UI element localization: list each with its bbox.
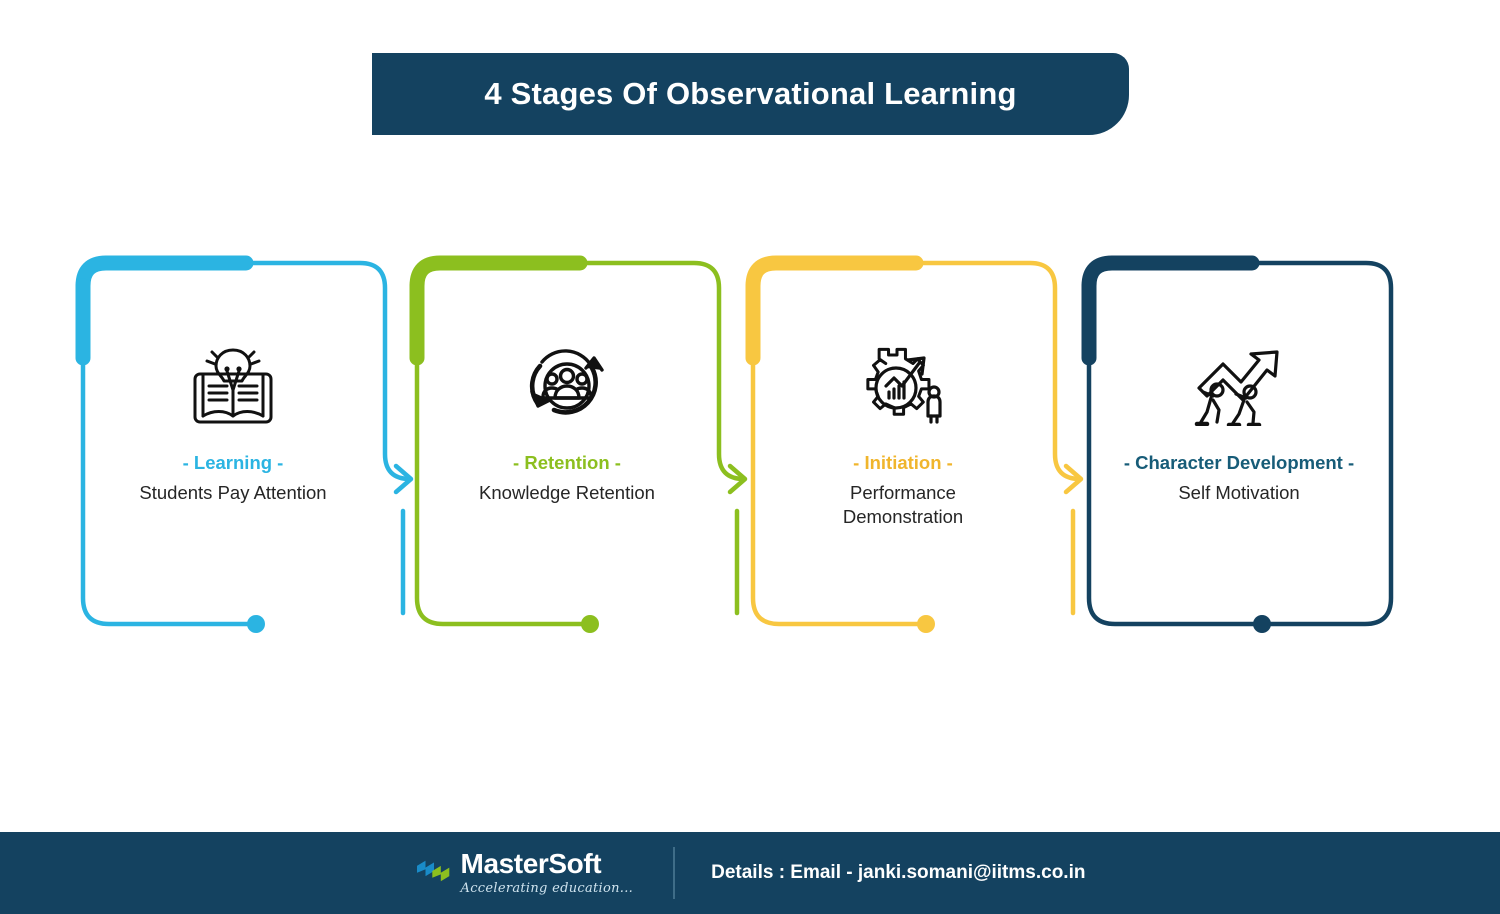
stage-label-1: - Learning - xyxy=(182,452,284,473)
stage-card-learning[interactable]: - Learning - Students Pay Attention xyxy=(75,255,414,633)
stage-description-3: Performance Demonstration xyxy=(842,482,964,527)
footer-bar: MasterSoft Accelerating education... Det… xyxy=(0,832,1500,914)
people-cycle-icon xyxy=(515,344,619,430)
stage-label-4: - Character Development - xyxy=(1123,452,1355,473)
stage-label-2: - Retention - xyxy=(513,452,621,473)
stage-description-1: Students Pay Attention xyxy=(139,482,327,504)
frame-end-dot-1 xyxy=(247,615,265,633)
mastersoft-logo-icon xyxy=(416,860,449,882)
frame-left-bottom-4 xyxy=(1086,283,1265,627)
arrow-head-2 xyxy=(727,463,748,495)
page-title: 4 Stages Of Observational Learning xyxy=(484,76,1017,111)
stage-description-4: Self Motivation xyxy=(1178,482,1300,504)
stage-card-character-development[interactable]: - Character Development - Self Motivatio… xyxy=(1081,255,1419,633)
gear-growth-icon xyxy=(851,344,955,430)
frame-outline-4 xyxy=(1109,260,1394,627)
arrow-head-3 xyxy=(1063,463,1084,495)
stage-body-2: - Retention - Knowledge Retention xyxy=(412,258,722,630)
stage-card-retention[interactable]: - Retention - Knowledge Retention xyxy=(409,255,748,633)
frame-top-right-3 xyxy=(773,260,1083,482)
people-arrow-up-icon xyxy=(1187,344,1291,430)
frame-left-bottom-2 xyxy=(414,283,593,627)
frame-end-dot-4 xyxy=(1253,615,1271,633)
frame-top-right-2 xyxy=(437,260,747,482)
page-title-banner: 4 Stages Of Observational Learning xyxy=(372,53,1129,135)
stage-frame-3 xyxy=(745,255,1084,633)
brand-tagline: Accelerating education... xyxy=(460,881,634,896)
frame-end-dot-3 xyxy=(917,615,935,633)
brand-name: MasterSoft xyxy=(460,848,602,879)
footer-content: MasterSoft Accelerating education... Det… xyxy=(415,847,1086,899)
stage-card-initiation[interactable]: - Initiation - Performance Demonstration xyxy=(745,255,1084,633)
stage-description-2: Knowledge Retention xyxy=(479,482,655,504)
frame-top-right-1 xyxy=(103,260,413,482)
footer-divider xyxy=(673,847,676,899)
stage-body-1: - Learning - Students Pay Attention xyxy=(78,258,388,630)
frame-end-dot-2 xyxy=(581,615,599,633)
brand-text: MasterSoft Accelerating education... xyxy=(460,848,634,897)
book-lightbulb-icon xyxy=(181,344,285,430)
stage-frame-1 xyxy=(75,255,414,633)
brand-logo[interactable]: MasterSoft Accelerating education... xyxy=(415,850,674,896)
frame-left-bottom-3 xyxy=(750,283,929,627)
footer-contact-details: Details : Email - janki.somani@iitms.co.… xyxy=(711,862,1086,883)
stage-body-3: - Initiation - Performance Demonstration xyxy=(748,258,1058,630)
stage-frame-2 xyxy=(409,255,748,633)
stage-body-4: - Character Development - Self Motivatio… xyxy=(1084,258,1394,630)
stage-frame-4 xyxy=(1081,255,1394,633)
frame-left-bottom-1 xyxy=(80,283,259,627)
arrow-head-1 xyxy=(393,463,414,495)
stage-label-3: - Initiation - xyxy=(853,452,953,473)
